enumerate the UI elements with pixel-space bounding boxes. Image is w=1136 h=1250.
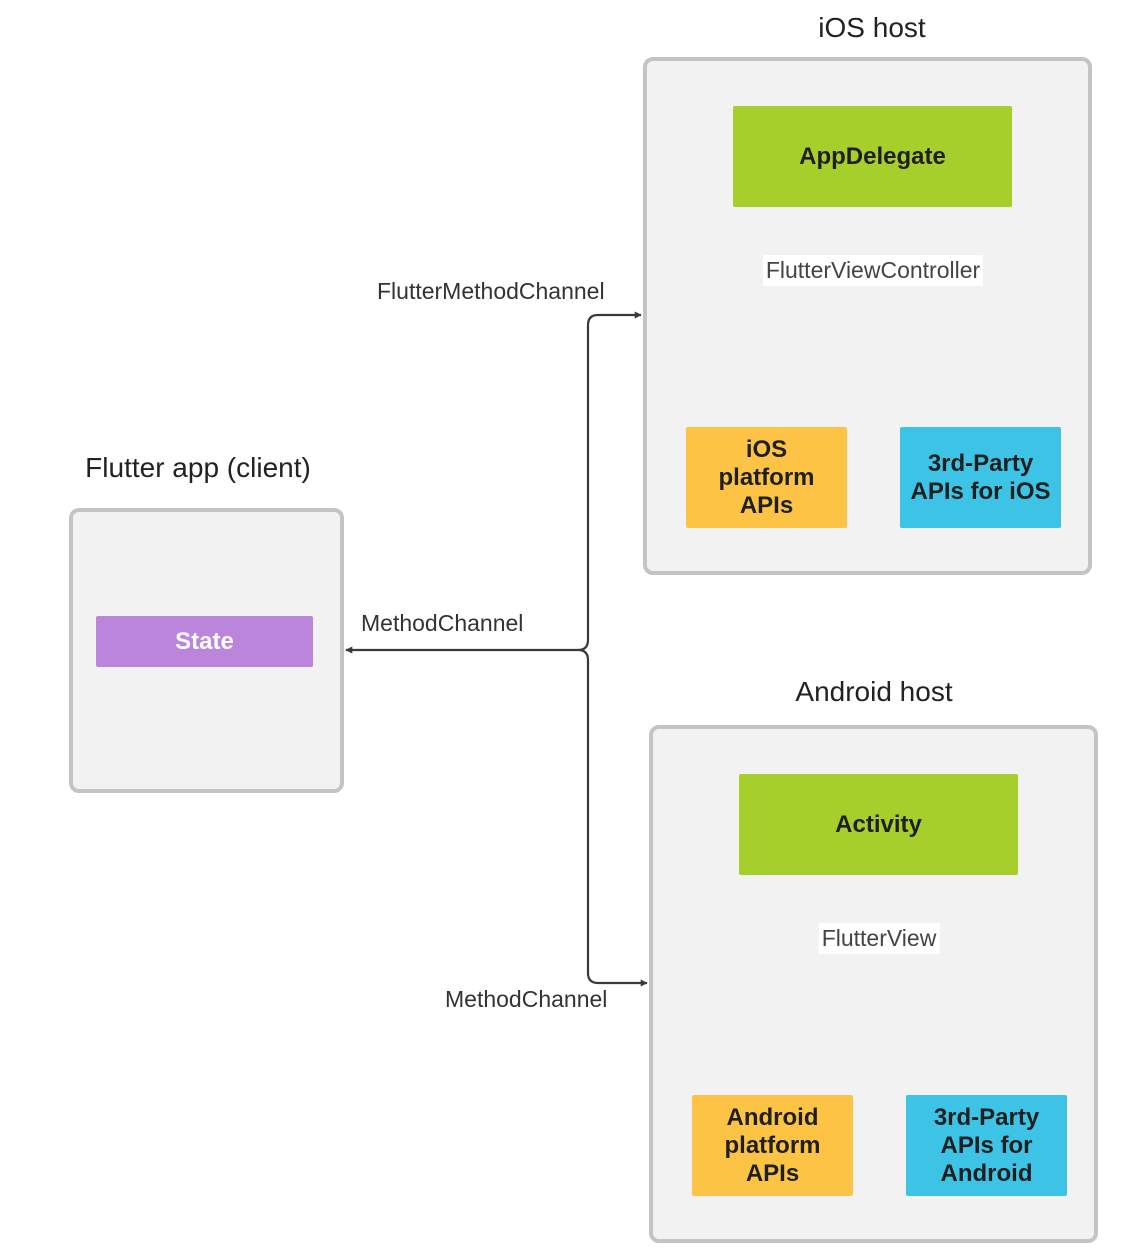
ios-platform-apis-label: iOS platform APIs xyxy=(718,435,815,519)
channel-trunk xyxy=(345,325,590,654)
client-channel-label: MethodChannel xyxy=(361,610,524,636)
app-delegate-box: AppDelegate xyxy=(733,106,1012,207)
ios-title: iOS host xyxy=(818,12,926,43)
state-label: State xyxy=(175,627,234,655)
android-platform-apis-box: Android platform APIs xyxy=(692,1095,853,1196)
state-box: State xyxy=(96,616,313,667)
android-channel-label: MethodChannel xyxy=(445,986,608,1012)
ios-channel-label: FlutterMethodChannel xyxy=(377,278,605,304)
flutter-view-label: FlutterView xyxy=(818,923,940,954)
ios-platform-apis-box: iOS platform APIs xyxy=(686,427,847,528)
app-delegate-label: AppDelegate xyxy=(799,142,946,170)
activity-label: Activity xyxy=(835,810,922,838)
flutter-view-controller-label: FlutterViewController xyxy=(762,255,984,286)
android-third-party-apis-box: 3rd-Party APIs for Android xyxy=(906,1095,1067,1196)
activity-box: Activity xyxy=(739,774,1018,875)
client-title: Flutter app (client) xyxy=(85,452,311,483)
android-title: Android host xyxy=(795,676,953,707)
android-third-party-apis-label: 3rd-Party APIs for Android xyxy=(933,1103,1040,1187)
android-platform-apis-label: Android platform APIs xyxy=(724,1103,821,1187)
ios-third-party-apis-box: 3rd-Party APIs for iOS xyxy=(900,427,1061,528)
android-channel-arrow xyxy=(577,648,648,987)
ios-channel-arrow xyxy=(586,311,642,326)
ios-third-party-apis-label: 3rd-Party APIs for iOS xyxy=(910,449,1051,505)
